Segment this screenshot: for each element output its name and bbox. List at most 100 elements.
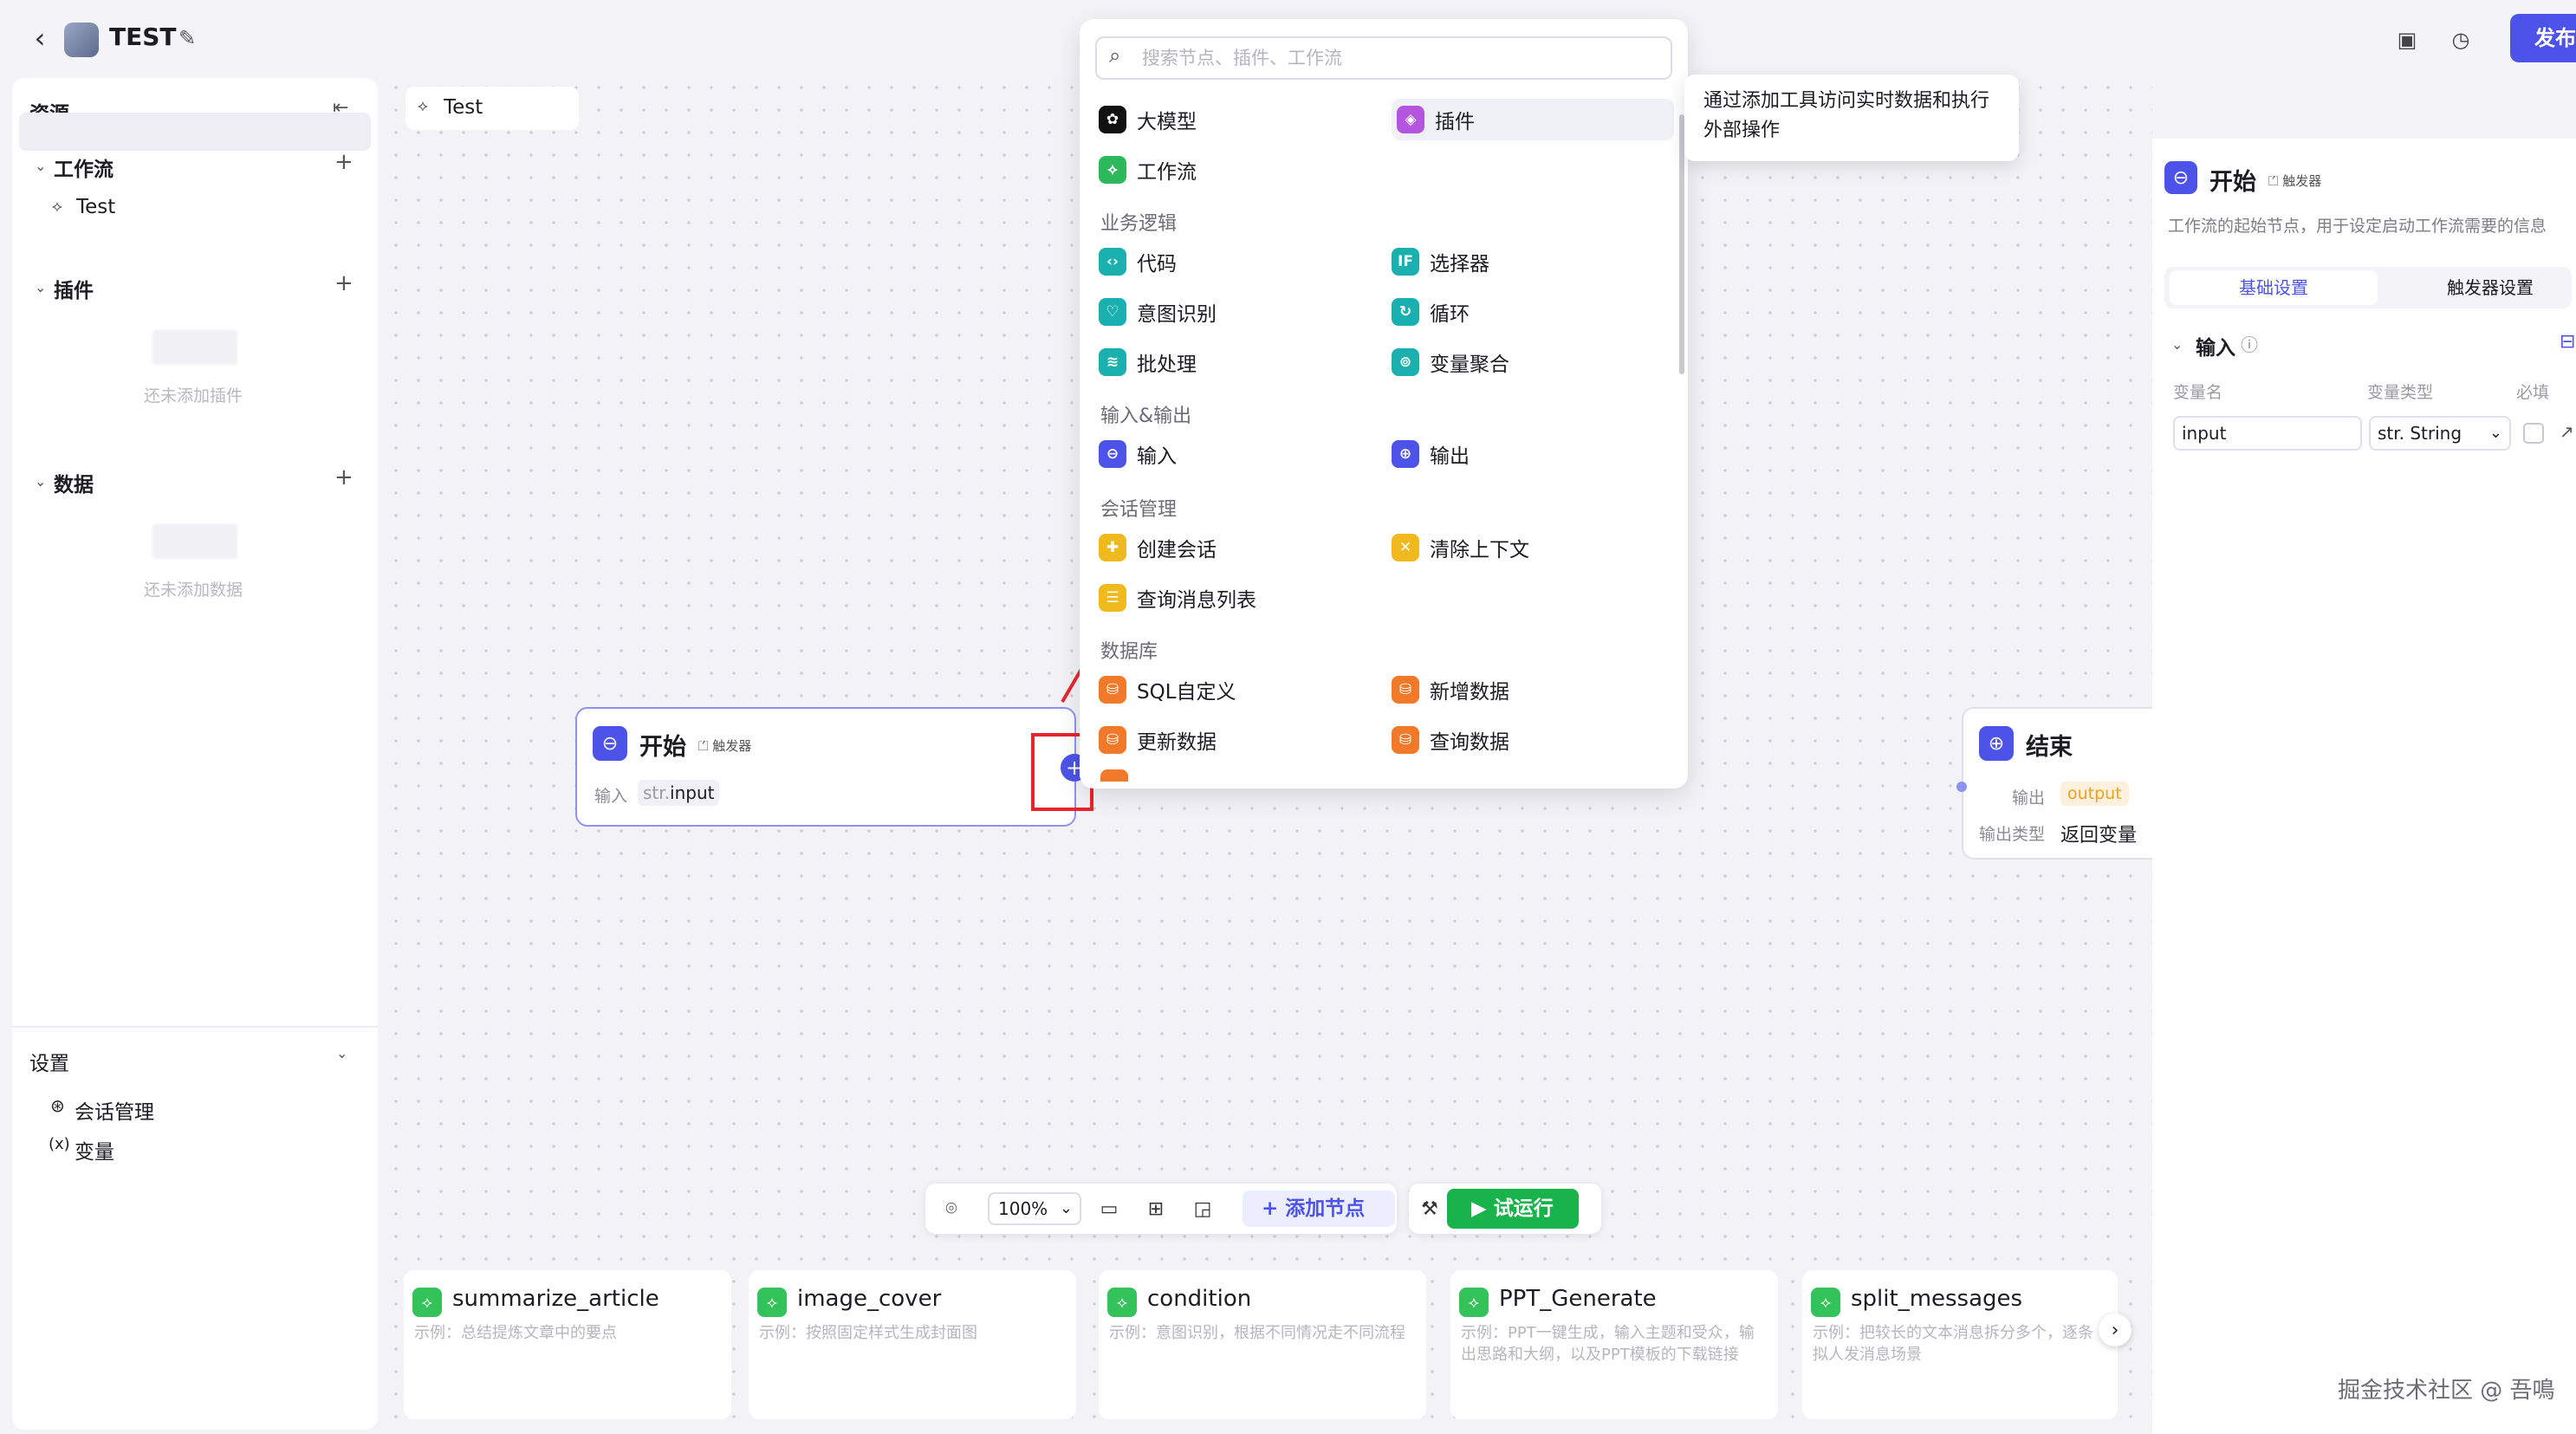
add-input-icon[interactable]: ⊟ — [2560, 331, 2576, 353]
expand-icon[interactable]: ↗ — [2560, 421, 2574, 442]
template-card[interactable]: ⟡ PPT_Generate 示例：PPT一键生成，输入主题和受众，输出思路和大… — [1450, 1270, 1778, 1419]
edit-icon[interactable]: ✎ — [178, 26, 197, 50]
menu-item-label: 选择器 — [1430, 253, 1489, 276]
zoom-select[interactable]: 100%⌄ — [988, 1192, 1081, 1225]
menu-item-label: 意图识别 — [1137, 303, 1217, 326]
run-toolbar: ⚒ ▶ 试运行 — [1409, 1184, 1601, 1234]
menu-item-output[interactable]: ⊕输出 — [1392, 433, 1470, 475]
start-node-title: 开始 — [639, 734, 686, 761]
trigger-badge-label: 触发器 — [2282, 173, 2322, 189]
workflow-section-label[interactable]: 工作流 — [54, 159, 114, 181]
menu-item-code[interactable]: ‹›代码 — [1099, 241, 1177, 282]
required-checkbox[interactable] — [2523, 423, 2544, 444]
menu-item-insert-data[interactable]: ⛁新增数据 — [1392, 669, 1509, 711]
end-node[interactable]: ⊕ 结束 输出 output 输出类型 返回变量 — [1962, 707, 2152, 860]
template-card[interactable]: ⟡ split_messages 示例：把较长的文本消息拆分多个，逐条拟人发消息… — [1802, 1270, 2118, 1419]
workflow-icon: ⟡ — [757, 1288, 787, 1317]
template-title: image_cover — [797, 1286, 942, 1312]
popup-scrollbar[interactable] — [1679, 114, 1684, 374]
menu-item-batch[interactable]: ≋批处理 — [1099, 341, 1197, 383]
plugin-tooltip: 通过添加工具访问实时数据和执行外部操作 — [1684, 75, 2019, 161]
sidebar-item-conversation[interactable]: 会话管理 — [75, 1101, 154, 1124]
canvas-tab[interactable]: ⟡ Test — [406, 87, 579, 130]
chevron-down-icon: ⌄ — [1059, 1199, 1073, 1217]
menu-item-plugin[interactable]: ◈ 插件 — [1392, 99, 1674, 140]
plugin-icon: ◈ — [1397, 106, 1424, 133]
workflow-icon: ⟡ — [412, 1288, 442, 1317]
add-node-button[interactable]: + 添加节点 — [1243, 1191, 1395, 1227]
end-node-port[interactable] — [1956, 782, 1967, 792]
template-desc: 示例：PPT一键生成，输入主题和受众，输出思路和大纲，以及PPT模板的下载链接 — [1461, 1324, 1755, 1364]
var-type-value: str. String — [2378, 423, 2462, 444]
menu-item-label: 插件 — [1435, 111, 1475, 133]
publish-button[interactable]: 发布 — [2510, 14, 2576, 62]
tab-trigger-settings[interactable]: 触发器设置 — [2447, 277, 2534, 298]
debug-icon[interactable]: ⚒ — [1421, 1197, 1438, 1220]
menu-item-aggregate[interactable]: ⊚变量聚合 — [1392, 341, 1509, 383]
chevron-right-icon[interactable]: › — [2099, 1314, 2132, 1346]
menu-item-label: 输入 — [1137, 445, 1177, 468]
menu-item-create-conversation[interactable]: ✚创建会话 — [1099, 527, 1217, 568]
col-required: 必填 — [2516, 383, 2550, 402]
tab-basic-settings[interactable]: 基础设置 — [2170, 270, 2378, 305]
comment-icon[interactable]: ▭ — [1100, 1197, 1119, 1220]
sidebar-item-label[interactable]: Test — [76, 196, 116, 218]
col-var-type: 变量类型 — [2367, 383, 2434, 402]
code-icon: ‹› — [1099, 248, 1126, 276]
mouse-mode-icon[interactable]: ⌾ — [945, 1197, 957, 1220]
loop-icon: ↻ — [1392, 298, 1419, 326]
info-icon[interactable]: ⓘ — [2241, 334, 2258, 355]
template-card[interactable]: ⟡ summarize_article 示例：总结提炼文章中的要点 — [404, 1270, 731, 1419]
chevron-down-icon[interactable]: ⌄ — [2171, 336, 2183, 353]
settings-label[interactable]: 设置 — [29, 1053, 69, 1075]
var-type-select[interactable]: str. String⌄ — [2369, 416, 2511, 451]
layout-icon[interactable]: ⊞ — [1147, 1197, 1165, 1220]
data-empty-text: 还未添加数据 — [144, 581, 243, 600]
minimap-icon[interactable]: ◲ — [1193, 1197, 1212, 1220]
template-card[interactable]: ⟡ image_cover 示例：按照固定样式生成封面图 — [749, 1270, 1076, 1419]
template-title: summarize_article — [452, 1286, 659, 1312]
search-icon: ⌕ — [1109, 43, 1121, 68]
chevron-down-icon[interactable]: ⌄ — [35, 473, 47, 490]
database-icon: ⛁ — [1392, 726, 1419, 754]
sidebar-item-test[interactable] — [19, 113, 371, 151]
menu-item-clear-context[interactable]: ✕清除上下文 — [1392, 527, 1529, 568]
add-plugin-button[interactable]: + — [334, 270, 354, 296]
category-database: 数据库 — [1100, 641, 1158, 663]
chevron-down-icon[interactable]: ⌄ — [35, 279, 47, 295]
node-search-input[interactable] — [1142, 45, 1662, 71]
menu-item-llm[interactable]: ✿大模型 — [1099, 99, 1197, 140]
template-card[interactable]: ⟡ condition 示例：意图识别，根据不同情况走不同流程 — [1099, 1270, 1426, 1419]
var-name-field[interactable]: input — [2173, 416, 2362, 451]
data-section-label[interactable]: 数据 — [54, 474, 94, 496]
chevron-down-icon[interactable]: ⌄ — [35, 158, 47, 174]
history-icon[interactable]: ◷ — [2451, 28, 2470, 52]
save-icon[interactable]: ▣ — [2397, 28, 2417, 52]
menu-item-workflow[interactable]: ⟡工作流 — [1099, 149, 1197, 191]
back-arrow-icon[interactable]: ‹ — [34, 22, 46, 55]
trigger-badge-label: 触发器 — [712, 738, 752, 754]
trigger-badge: ⏍ 触发器 — [698, 738, 752, 754]
chevron-down-icon[interactable]: ⌄ — [336, 1045, 348, 1061]
menu-item-query-data[interactable]: ⛁查询数据 — [1392, 719, 1509, 761]
end-node-icon: ⊕ — [1979, 726, 2014, 761]
menu-item-sql[interactable]: ⛁SQL自定义 — [1099, 669, 1236, 711]
node-search-box[interactable]: ⌕ — [1095, 36, 1672, 80]
output-type-value: 返回变量 — [2060, 825, 2138, 847]
start-node[interactable]: ⊖ 开始 ⏍ 触发器 输入 str.input — [575, 707, 1076, 827]
menu-item-input[interactable]: ⊖输入 — [1099, 433, 1177, 475]
add-workflow-button[interactable]: + — [334, 149, 354, 175]
menu-item-loop[interactable]: ↻循环 — [1392, 291, 1470, 333]
add-data-button[interactable]: + — [334, 464, 354, 490]
sidebar-item-variable[interactable]: 变量 — [75, 1141, 114, 1164]
menu-item-intent[interactable]: ♡意图识别 — [1099, 291, 1217, 333]
plugins-section-label[interactable]: 插件 — [54, 280, 94, 302]
database-icon: ⛁ — [1099, 726, 1126, 754]
menu-item-label: 变量聚合 — [1430, 354, 1509, 376]
menu-item-update-data[interactable]: ⛁更新数据 — [1099, 719, 1217, 761]
menu-item-query-messages[interactable]: ☰查询消息列表 — [1099, 577, 1256, 619]
test-run-button[interactable]: ▶ 试运行 — [1447, 1189, 1579, 1229]
workflow-icon: ⟡ — [418, 97, 428, 115]
